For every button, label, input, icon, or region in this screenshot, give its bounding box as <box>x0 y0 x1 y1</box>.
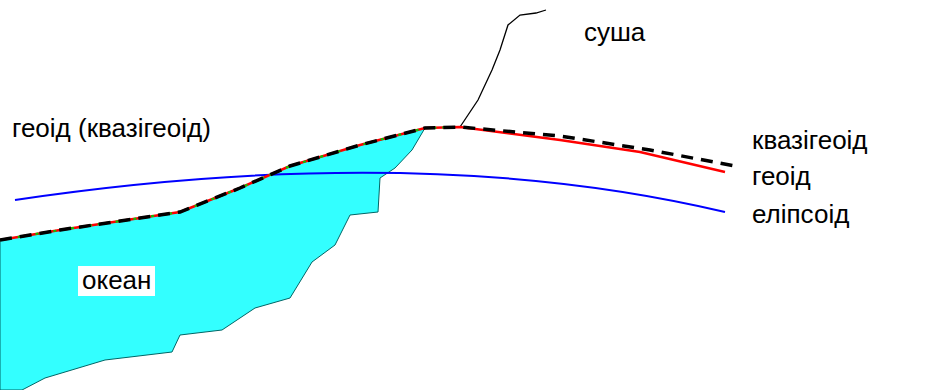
ocean-area <box>0 128 425 390</box>
geoid-green-dots <box>0 127 460 240</box>
geoid-quasigeoid-label: геоід (квазігеоід) <box>12 114 211 144</box>
ellipsoid-label: еліпсоід <box>752 200 849 230</box>
ellipsoid-line <box>15 173 725 212</box>
quasigeoid-label: квазігеоід <box>752 126 868 156</box>
geoid-label: геоід <box>752 162 811 192</box>
land-profile <box>460 10 546 127</box>
ocean-label: океан <box>78 266 155 296</box>
land-label: суша <box>584 18 645 48</box>
quasigeoid-line <box>0 127 735 240</box>
